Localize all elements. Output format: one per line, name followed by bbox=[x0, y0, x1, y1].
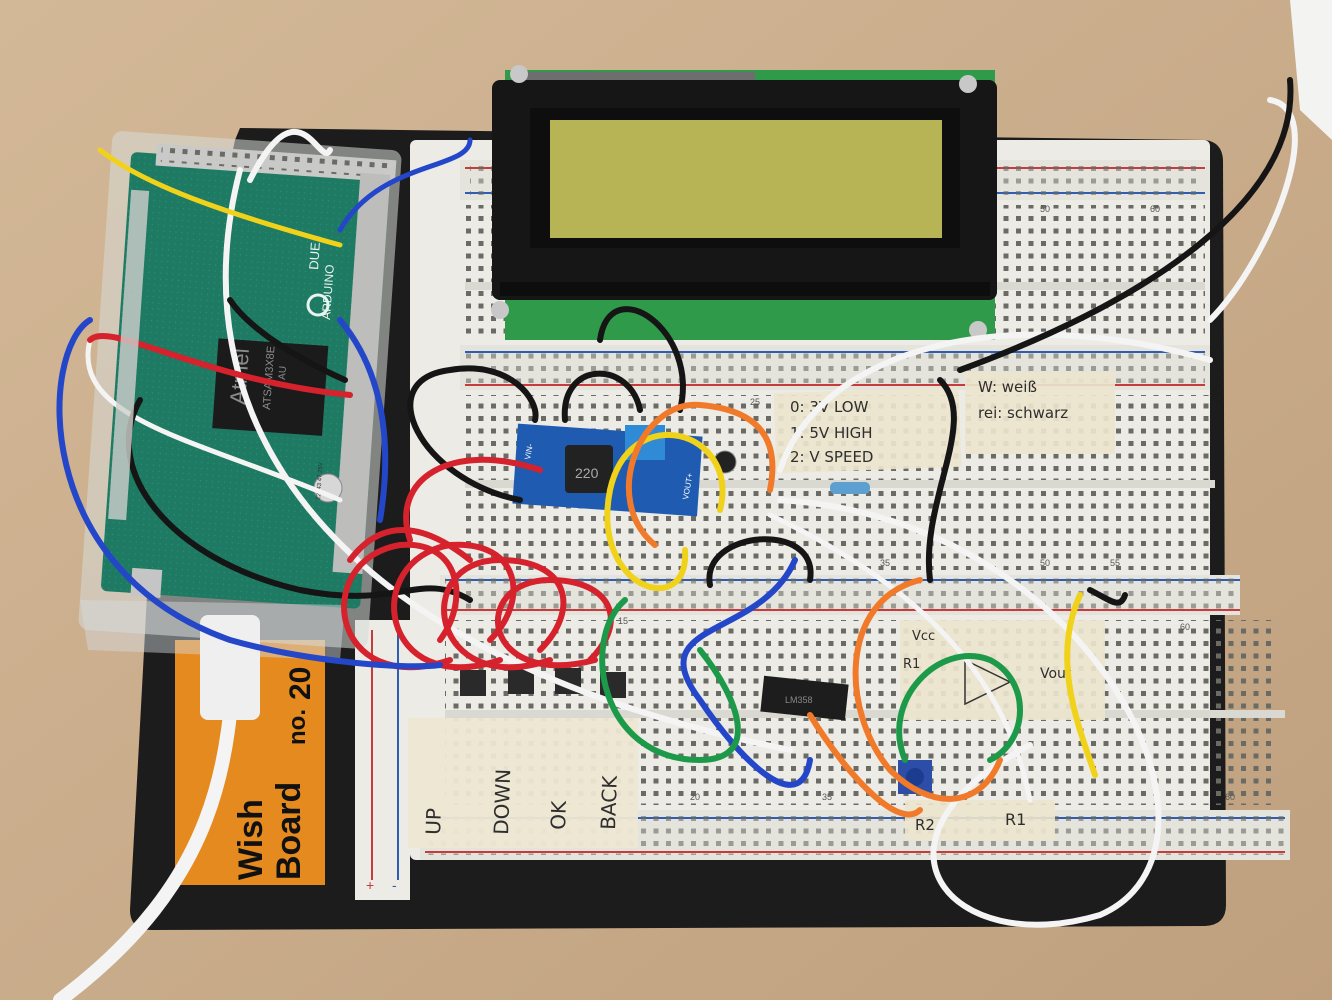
col-number: 35 bbox=[880, 558, 890, 568]
col-number: 25 bbox=[750, 397, 760, 407]
schematic-r1: R1 bbox=[903, 657, 920, 672]
brand-no: no. bbox=[284, 709, 311, 745]
jumper-wires bbox=[53, 77, 1298, 1000]
wire-line: W: weiß bbox=[978, 378, 1037, 396]
col-number: 60 bbox=[1180, 622, 1190, 632]
col-number: 55 bbox=[1110, 558, 1120, 568]
arduino-header bbox=[108, 189, 150, 521]
lcd-display bbox=[491, 65, 997, 340]
schematic-r2: R2 bbox=[915, 816, 935, 834]
opamp-ic: LM358 bbox=[760, 675, 849, 721]
vin-label: VIN- bbox=[523, 443, 535, 461]
inductor-label: 220 bbox=[575, 465, 599, 481]
chip-code: AU bbox=[277, 366, 289, 381]
opamp-part: LM358 bbox=[785, 695, 813, 705]
mode-line: 0: 3V LOW bbox=[790, 398, 869, 416]
col-number: 35 bbox=[822, 792, 832, 802]
chip-part: ATSAM3X8E bbox=[261, 346, 277, 411]
screw-icon bbox=[969, 321, 987, 339]
button-label-up: UP bbox=[421, 808, 446, 836]
wire-line: rei: schwarz bbox=[978, 404, 1068, 422]
col-number: 20 bbox=[690, 792, 700, 802]
button-label-back: BACK bbox=[596, 774, 622, 830]
button-label-ok: OK bbox=[546, 800, 571, 831]
brand-number: 20 bbox=[284, 667, 317, 700]
column-numbers: 50 60 25 35 50 55 15 60 20 35 40 60 bbox=[618, 204, 1235, 802]
screw-icon bbox=[959, 75, 977, 93]
svg-text:+: + bbox=[366, 877, 374, 893]
lcd-screen bbox=[550, 120, 942, 238]
col-number: 15 bbox=[618, 616, 628, 626]
arduino-logo-text: ARDUINO bbox=[319, 264, 337, 320]
boost-converter: 220 VIN- VOUT+ bbox=[512, 423, 737, 517]
screw-icon bbox=[491, 301, 509, 319]
schematic-vout: Vout bbox=[1040, 666, 1072, 682]
mode-line: 1: 5V HIGH bbox=[790, 424, 873, 442]
screw-icon bbox=[510, 65, 528, 83]
button-label-down: DOWN bbox=[489, 768, 515, 835]
arduino-model: DUE bbox=[306, 241, 323, 270]
mode-line: 2: V SPEED bbox=[790, 448, 873, 466]
svg-text:-: - bbox=[392, 877, 397, 893]
brand-word-2: Board bbox=[270, 782, 308, 880]
resistor bbox=[830, 482, 870, 494]
brand-word: Wish bbox=[232, 799, 270, 880]
infinity-logo-icon bbox=[306, 293, 330, 317]
tape-note-buttons: UP DOWN OK BACK bbox=[408, 718, 638, 848]
tape-note-wires: W: weiß rei: schwarz bbox=[965, 372, 1115, 454]
col-number: 50 bbox=[1040, 204, 1050, 214]
col-number: 60 bbox=[1150, 204, 1160, 214]
capacitor-label: Z2143 47 25V bbox=[316, 462, 325, 500]
push-button-up bbox=[460, 670, 486, 696]
paper-corner bbox=[1290, 0, 1332, 140]
col-number: 50 bbox=[1040, 558, 1050, 568]
schematic-vcc: Vcc bbox=[912, 629, 935, 644]
col-number: 60 bbox=[1225, 792, 1235, 802]
schematic-r1-bottom: R1 bbox=[1005, 810, 1026, 829]
arduino-due: Atmel ATSAM3X8E AU ARDUINO DUE Z2143 47 … bbox=[78, 131, 402, 649]
